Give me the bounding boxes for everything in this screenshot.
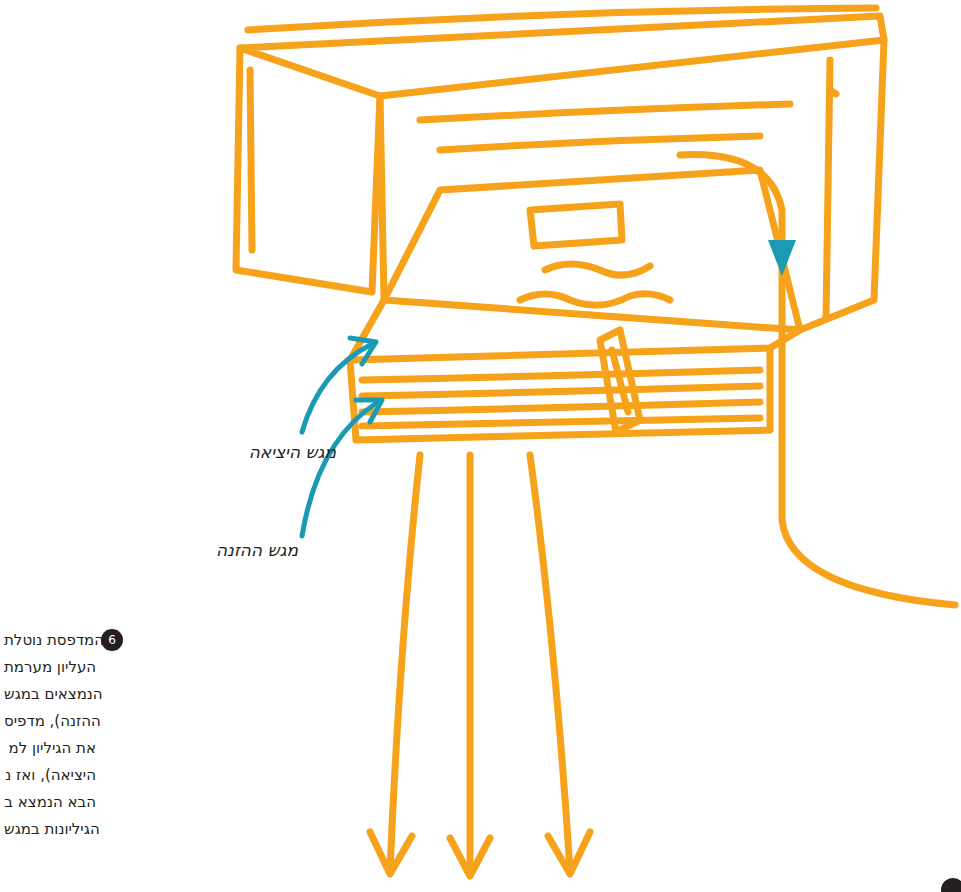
part-label: מגש ההזנה (216, 540, 298, 560)
part-label: מגש היציאה (249, 442, 336, 462)
note-line: הבא הנמצא ב (4, 793, 96, 811)
note-line: ההזנה), מדפיס (4, 712, 101, 730)
note-line: את הגיליון למ (8, 739, 96, 757)
note-line: היציאה), ואז נ (5, 766, 96, 784)
callout-number: 6 (101, 629, 123, 651)
note-line: הגיליונות במגש (4, 820, 100, 838)
note-line: המדפסת נוטלת (4, 631, 104, 649)
note-line: העליון מערמת (4, 658, 96, 676)
note-line: הנמצאים במגש (4, 685, 103, 703)
